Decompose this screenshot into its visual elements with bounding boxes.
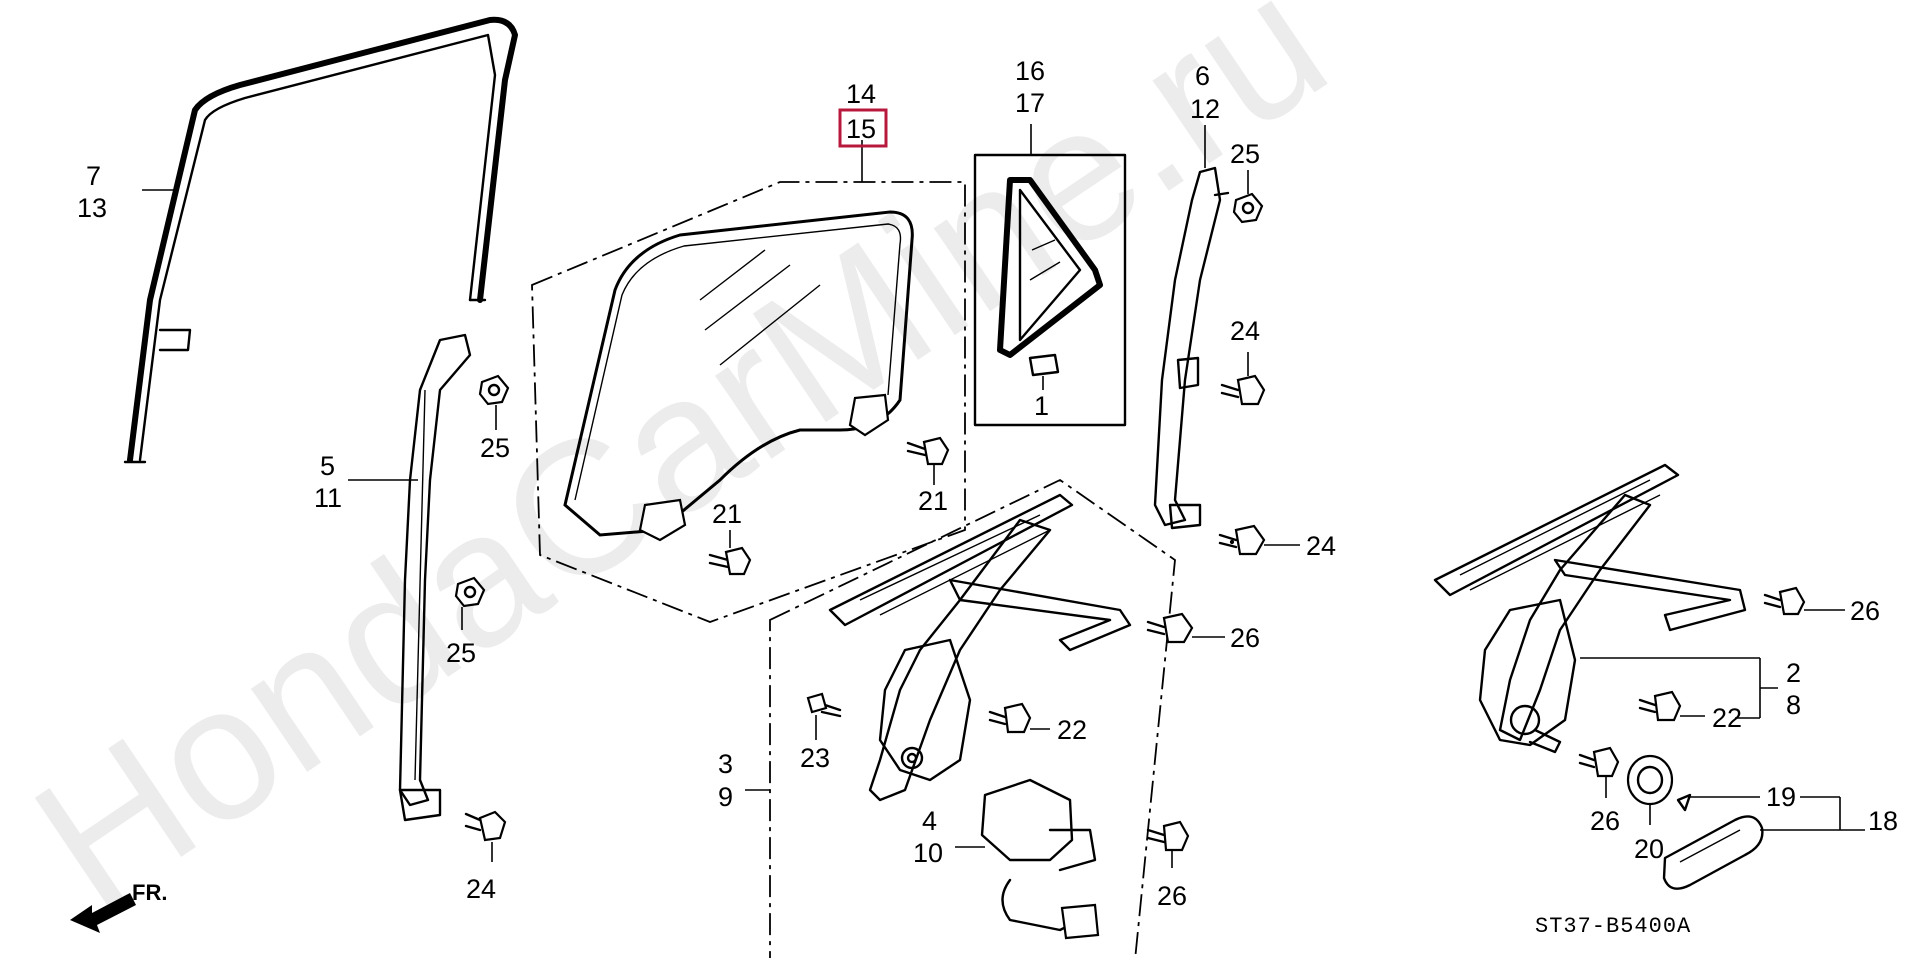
clip-part-19 bbox=[1676, 793, 1692, 812]
part-label-11: 11 bbox=[314, 483, 342, 513]
regulator-group-outline bbox=[769, 478, 1176, 958]
part-label-16: 16 bbox=[1015, 56, 1045, 86]
glass-group-outline bbox=[531, 181, 966, 623]
nut-25-lower bbox=[454, 576, 486, 608]
door-glass-part-15 bbox=[563, 210, 914, 542]
part-label-26-upper: 26 bbox=[1230, 623, 1260, 653]
part-label-3: 3 bbox=[718, 749, 733, 779]
rear-channel-part-5 bbox=[398, 333, 472, 822]
part-label-19: 19 bbox=[1766, 782, 1796, 812]
bolt-21-right bbox=[906, 436, 950, 466]
front-direction-arrow-icon bbox=[70, 893, 136, 933]
part-label-7: 7 bbox=[86, 161, 101, 191]
part-label-26-right-lower: 26 bbox=[1590, 806, 1620, 836]
seal-part-1 bbox=[1028, 353, 1060, 377]
bolt-24-mid-right bbox=[1218, 524, 1266, 556]
bolt-26-upper bbox=[1146, 612, 1194, 644]
part-label-1: 1 bbox=[1034, 391, 1049, 421]
part-label-26-lower: 26 bbox=[1157, 881, 1187, 911]
highlight-box-15 bbox=[838, 108, 888, 148]
quarter-glass-part-17 bbox=[997, 177, 1103, 358]
quarter-glass-outline-box bbox=[973, 153, 1127, 427]
part-label-24-bottom-left: 24 bbox=[466, 874, 496, 904]
part-label-21-left: 21 bbox=[712, 499, 742, 529]
part-label-25-upper: 25 bbox=[480, 433, 510, 463]
front-direction-label: FR. bbox=[132, 880, 167, 905]
part-label-17: 17 bbox=[1015, 88, 1045, 118]
nut-25-upper bbox=[478, 374, 510, 406]
manual-regulator-part-2 bbox=[1433, 463, 1747, 754]
part-label-9: 9 bbox=[718, 782, 733, 812]
part-label-10: 10 bbox=[913, 838, 943, 868]
bolt-22-right bbox=[1638, 690, 1682, 722]
bolt-24-lower-right bbox=[1229, 539, 1235, 545]
part-label-20: 20 bbox=[1634, 834, 1664, 864]
part-label-13: 13 bbox=[77, 193, 107, 223]
part-label-22-right: 22 bbox=[1712, 703, 1742, 733]
part-label-22-center: 22 bbox=[1057, 715, 1087, 745]
bolt-22-center bbox=[988, 702, 1032, 734]
part-label-2: 2 bbox=[1786, 658, 1801, 688]
bolt-23 bbox=[806, 692, 842, 718]
nut-25-right bbox=[1232, 192, 1264, 224]
part-label-26-right: 26 bbox=[1850, 596, 1880, 626]
part-label-14: 14 bbox=[846, 79, 876, 109]
window-regulator-part-3 bbox=[828, 493, 1132, 802]
part-label-12: 12 bbox=[1190, 94, 1220, 124]
diagram-code: ST37-B5400A bbox=[1535, 914, 1691, 939]
part-label-6: 6 bbox=[1195, 61, 1210, 91]
part-label-23: 23 bbox=[800, 743, 830, 773]
part-label-5: 5 bbox=[320, 451, 335, 481]
window-crank-handle-part-18 bbox=[1662, 815, 1764, 890]
bolt-21-left bbox=[708, 546, 752, 576]
part-label-8: 8 bbox=[1786, 690, 1801, 720]
part-label-15: 15 bbox=[846, 114, 876, 144]
run-channel-part-7 bbox=[123, 16, 518, 464]
escutcheon-part-20 bbox=[1626, 754, 1674, 806]
bolt-26-lower bbox=[1146, 820, 1190, 852]
part-label-24-mid-right: 24 bbox=[1306, 531, 1336, 561]
part-label-24-upper-right: 24 bbox=[1230, 316, 1260, 346]
part-label-25-lower: 25 bbox=[446, 638, 476, 668]
bolt-24-upper-right bbox=[1220, 374, 1266, 406]
motor-part-4 bbox=[980, 778, 1100, 940]
part-label-25-right: 25 bbox=[1230, 139, 1260, 169]
bolt-24-bottom-left bbox=[464, 810, 507, 842]
bolt-26-right-lower bbox=[1578, 746, 1620, 778]
bolt-26-right bbox=[1763, 586, 1806, 616]
part-label-18: 18 bbox=[1868, 806, 1898, 836]
part-label-21-right: 21 bbox=[918, 486, 948, 516]
center-channel-part-6 bbox=[1153, 166, 1230, 530]
part-label-4: 4 bbox=[922, 806, 937, 836]
